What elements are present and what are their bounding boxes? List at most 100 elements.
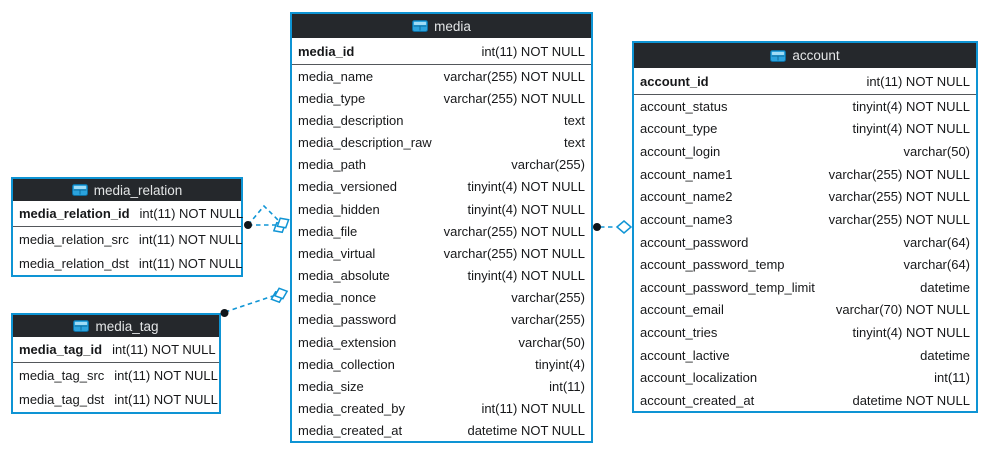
table-row: media_description_raw text bbox=[292, 132, 591, 154]
fk-dot-icon bbox=[220, 309, 229, 317]
column-type: varchar(255) NOT NULL bbox=[443, 245, 585, 261]
table-row: account_email varchar(70) NOT NULL bbox=[634, 299, 976, 322]
column-name: media_tag_dst bbox=[19, 391, 105, 407]
table-media-relation[interactable]: media_relation media_relation_id int(11)… bbox=[11, 177, 243, 277]
column-name: media_size bbox=[298, 378, 364, 394]
column-type: varchar(255) bbox=[511, 157, 585, 173]
column-name: account_login bbox=[640, 144, 721, 160]
table-account[interactable]: account account_id int(11) NOT NULL acco… bbox=[632, 41, 978, 413]
table-row: media_tag_src int(11) NOT NULL bbox=[13, 363, 219, 387]
column-type: varchar(255) NOT NULL bbox=[828, 166, 970, 182]
table-row: media_type varchar(255) NOT NULL bbox=[292, 87, 591, 109]
table-row: account_type tinyint(4) NOT NULL bbox=[634, 118, 976, 141]
column-type: tinyint(4) NOT NULL bbox=[852, 325, 970, 341]
table-title: media_relation bbox=[93, 182, 183, 198]
columns-section: media_tag_src int(11) NOT NULL media_tag… bbox=[13, 363, 219, 411]
column-type: int(11) NOT NULL bbox=[114, 391, 218, 407]
column-type: text bbox=[564, 135, 585, 151]
table-header: media_tag bbox=[13, 315, 219, 337]
column-type: datetime NOT NULL bbox=[852, 392, 970, 408]
column-type: varchar(64) bbox=[903, 257, 970, 273]
column-name: media_nonce bbox=[298, 290, 377, 306]
table-title: media bbox=[434, 18, 471, 34]
column-type: varchar(255) NOT NULL bbox=[443, 223, 585, 239]
column-name: media_tag_src bbox=[19, 367, 105, 383]
column-type: int(11) NOT NULL bbox=[138, 255, 243, 271]
table-header: media_relation bbox=[13, 179, 241, 201]
table-row: media_hidden tinyint(4) NOT NULL bbox=[292, 198, 591, 220]
column-type: tinyint(4) bbox=[535, 356, 585, 372]
column-name: media_tag_id bbox=[19, 342, 103, 357]
pk-section: media_id int(11) NOT NULL bbox=[292, 38, 591, 65]
column-name: account_id bbox=[640, 73, 709, 89]
column-type: varchar(255) NOT NULL bbox=[443, 68, 585, 84]
table-row: media_id int(11) NOT NULL bbox=[292, 38, 591, 64]
column-type: varchar(255) NOT NULL bbox=[828, 189, 970, 205]
column-name: media_relation_dst bbox=[19, 255, 129, 271]
ref-diamond-icon bbox=[270, 290, 285, 304]
ref-diamond-icon bbox=[276, 217, 290, 229]
column-name: media_hidden bbox=[298, 201, 380, 217]
columns-section: account_status tinyint(4) NOT NULL accou… bbox=[634, 95, 976, 412]
table-row: media_created_at datetime NOT NULL bbox=[292, 420, 591, 442]
pk-section: account_id int(11) NOT NULL bbox=[634, 68, 976, 95]
table-row: media_collection tinyint(4) bbox=[292, 353, 591, 375]
column-type: tinyint(4) NOT NULL bbox=[852, 121, 970, 137]
table-row: account_tries tinyint(4) NOT NULL bbox=[634, 321, 976, 344]
column-type: varchar(255) bbox=[511, 290, 585, 306]
column-type: text bbox=[564, 112, 585, 128]
column-name: media_id bbox=[298, 43, 355, 59]
table-media-tag[interactable]: media_tag media_tag_id int(11) NOT NULL … bbox=[11, 313, 221, 414]
table-icon bbox=[770, 49, 787, 62]
column-type: varchar(255) bbox=[511, 312, 585, 328]
column-name: media_relation_id bbox=[19, 206, 130, 221]
pk-section: media_relation_id int(11) NOT NULL bbox=[13, 201, 244, 227]
column-name: account_email bbox=[640, 302, 724, 318]
table-row: account_name3 varchar(255) NOT NULL bbox=[634, 208, 976, 231]
column-name: media_path bbox=[298, 157, 366, 173]
table-media[interactable]: media media_id int(11) NOT NULL media_na… bbox=[290, 12, 593, 443]
column-name: media_relation_src bbox=[19, 231, 129, 247]
column-type: varchar(50) bbox=[518, 334, 585, 350]
column-type: tinyint(4) NOT NULL bbox=[467, 179, 585, 195]
column-type: varchar(64) bbox=[903, 234, 970, 250]
column-name: account_created_at bbox=[640, 392, 755, 408]
table-row: media_versioned tinyint(4) NOT NULL bbox=[292, 176, 591, 198]
column-type: varchar(255) NOT NULL bbox=[828, 211, 970, 227]
table-row: account_lactive datetime bbox=[634, 344, 976, 367]
column-name: account_name3 bbox=[640, 211, 733, 227]
fk-dot-icon bbox=[593, 223, 601, 231]
table-header: account bbox=[634, 43, 976, 68]
table-row: account_password_temp varchar(64) bbox=[634, 253, 976, 276]
column-name: account_password_temp_limit bbox=[640, 279, 815, 295]
table-row: media_description text bbox=[292, 109, 591, 131]
column-name: account_name1 bbox=[640, 166, 733, 182]
column-name: media_description_raw bbox=[298, 135, 432, 151]
table-row: media_nonce varchar(255) bbox=[292, 287, 591, 309]
column-type: tinyint(4) NOT NULL bbox=[852, 98, 970, 114]
column-type: int(11) NOT NULL bbox=[481, 401, 585, 417]
ref-diamond-icon bbox=[615, 220, 633, 234]
relation-line-media-tag-media bbox=[224, 295, 274, 313]
column-name: account_type bbox=[640, 121, 718, 137]
table-row: media_tag_dst int(11) NOT NULL bbox=[13, 387, 219, 411]
column-type: int(11) NOT NULL bbox=[866, 73, 970, 89]
table-row: account_password varchar(64) bbox=[634, 231, 976, 254]
table-icon bbox=[71, 184, 88, 196]
table-icon bbox=[412, 20, 429, 32]
column-name: account_name2 bbox=[640, 189, 733, 205]
column-name: media_extension bbox=[298, 334, 397, 350]
table-row: account_login varchar(50) bbox=[634, 140, 976, 163]
table-icon bbox=[73, 320, 90, 332]
pk-section: media_tag_id int(11) NOT NULL bbox=[13, 337, 219, 363]
column-type: int(11) NOT NULL bbox=[139, 206, 244, 221]
table-row: media_tag_id int(11) NOT NULL bbox=[13, 337, 219, 362]
column-type: datetime bbox=[920, 279, 970, 295]
table-row: media_created_by int(11) NOT NULL bbox=[292, 398, 591, 420]
column-name: media_type bbox=[298, 90, 366, 106]
column-name: media_absolute bbox=[298, 268, 390, 284]
column-name: account_status bbox=[640, 98, 728, 114]
columns-section: media_relation_src int(11) NOT NULL medi… bbox=[13, 227, 243, 275]
fk-dot-icon bbox=[244, 221, 252, 229]
